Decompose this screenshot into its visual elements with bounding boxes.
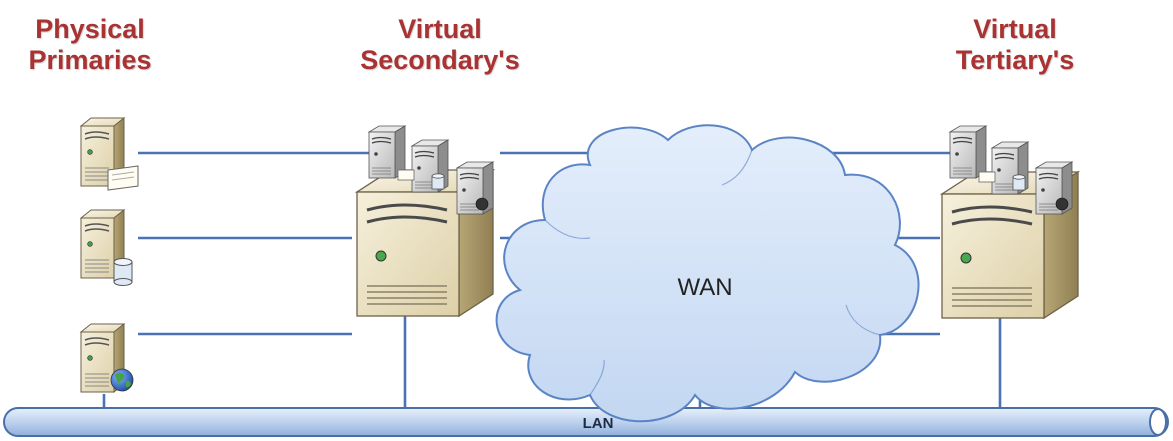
lan-label: LAN — [583, 415, 614, 432]
document-icon — [107, 165, 139, 191]
globe-icon — [110, 368, 134, 392]
physical-primaries-line-1: Physical — [35, 14, 145, 44]
vm-document-icon — [978, 171, 996, 183]
virtual-tertiaries-line-2: Tertiary's — [955, 45, 1075, 75]
vm-globe-icon — [475, 197, 489, 211]
virtual-secondaries-heading: Virtual Secondary's — [330, 14, 550, 76]
vm-document-icon — [397, 169, 415, 181]
wan-cloud: WAN — [495, 124, 920, 423]
physical-server-3 — [80, 323, 134, 393]
secondary-vm-group — [368, 125, 494, 215]
vm-database-icon — [431, 173, 445, 190]
physical-server-2 — [80, 209, 133, 286]
virtual-secondaries-line-2: Secondary's — [360, 45, 520, 75]
database-icon — [113, 258, 133, 286]
vm-database-icon — [1012, 174, 1026, 191]
lan-bus — [3, 407, 1169, 437]
virtual-tertiaries-line-1: Virtual — [973, 14, 1057, 44]
vm-server-icon — [949, 125, 987, 179]
tertiary-vm-group — [949, 125, 1073, 215]
wan-label: WAN — [677, 274, 732, 301]
physical-server-1 — [80, 117, 139, 191]
virtual-secondaries-line-1: Virtual — [398, 14, 482, 44]
vm-globe-icon — [1055, 197, 1069, 211]
virtual-tertiaries-heading: Virtual Tertiary's — [925, 14, 1105, 76]
physical-primaries-heading: Physical Primaries — [5, 14, 175, 76]
physical-primaries-line-2: Primaries — [28, 45, 152, 75]
